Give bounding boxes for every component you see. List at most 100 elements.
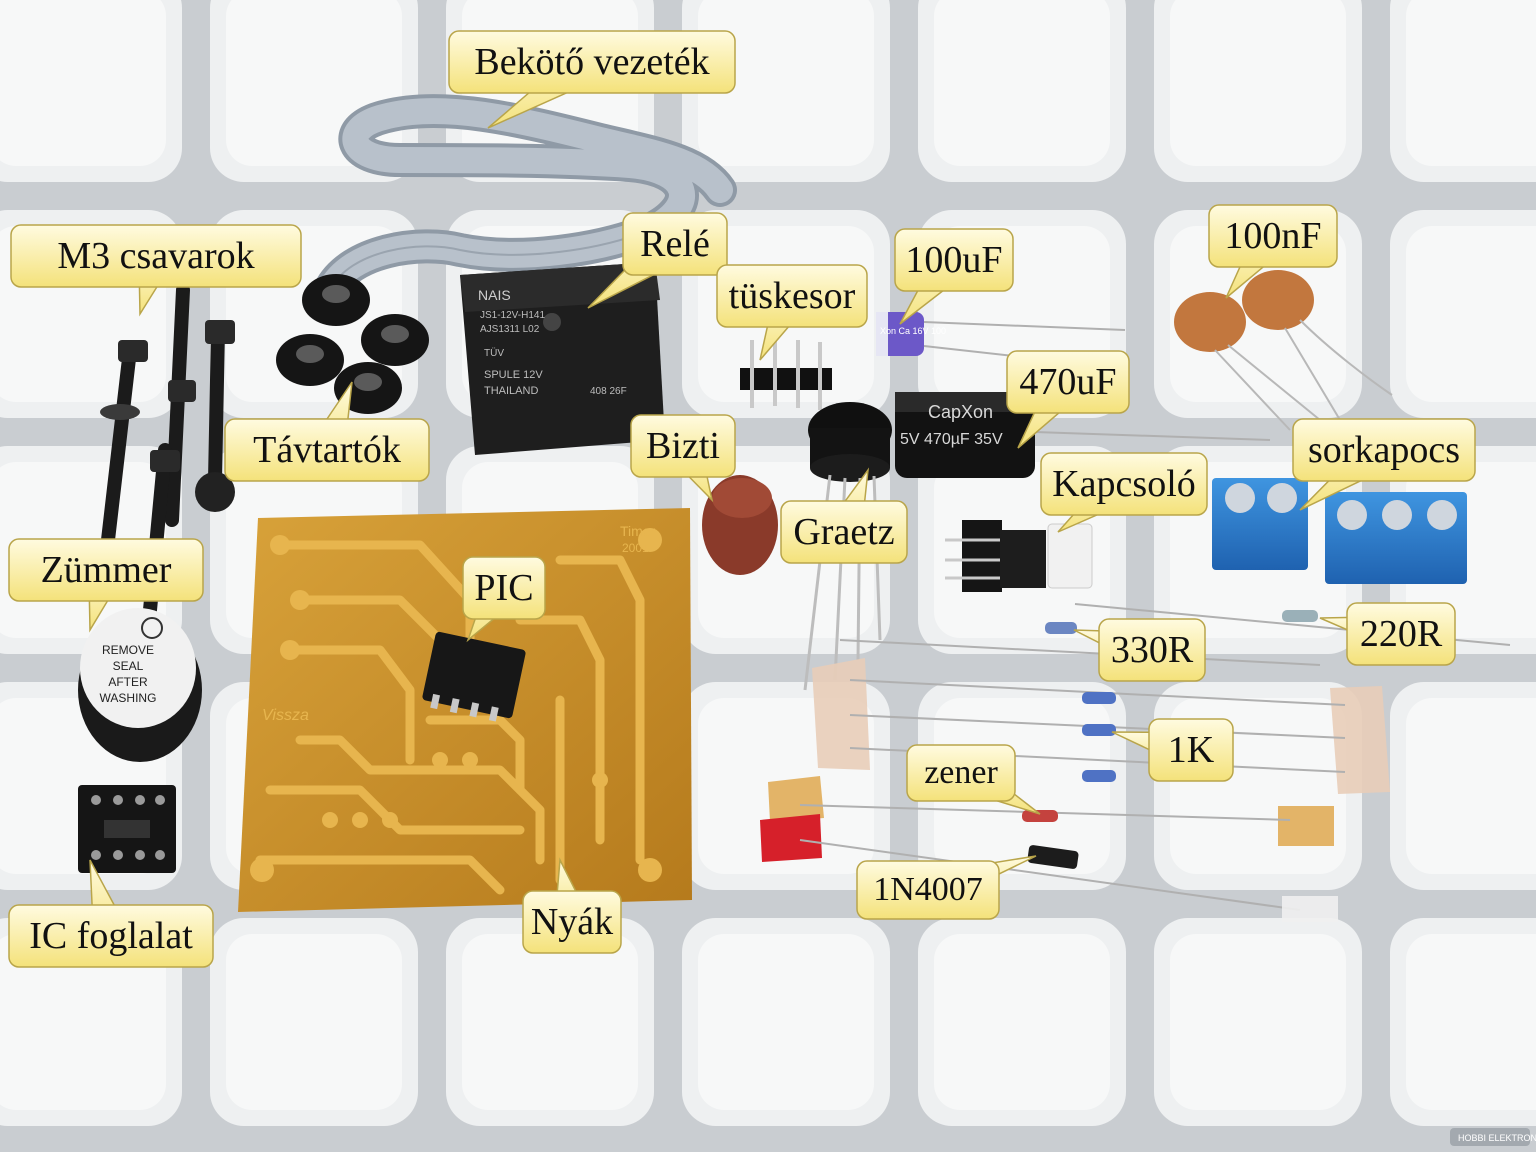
relay-marking-5: 408 26F xyxy=(590,386,627,397)
callout-box xyxy=(1098,618,1206,682)
ic-socket xyxy=(78,785,176,873)
callout-bubble xyxy=(1040,452,1208,533)
callout-tavtartok: Távtartók xyxy=(224,381,430,482)
callout-bubble xyxy=(8,538,204,633)
pcb-brand-text: Vissza xyxy=(262,707,309,724)
spacers xyxy=(276,274,429,414)
callout-c470uf: 470uF xyxy=(1006,350,1130,449)
ceramic-capacitors xyxy=(1174,270,1393,431)
callout-bubble xyxy=(906,744,1041,815)
callout-box xyxy=(1208,204,1338,268)
watermark-logo: HOBBI ELEKTRONIKA xyxy=(1450,1128,1536,1146)
callout-bubble xyxy=(1208,204,1338,299)
callout-box xyxy=(894,228,1014,292)
relay-marking-3: SPULE 12V xyxy=(484,369,543,381)
pcb-board: Timer 2001 Vissza xyxy=(238,508,692,912)
callout-bubble xyxy=(780,467,908,564)
resistors-diodes xyxy=(760,603,1511,922)
callout-label: Kapcsoló xyxy=(1052,463,1196,505)
callout-label: 100uF xyxy=(905,239,1003,281)
callout-bubble xyxy=(462,556,546,643)
fuse xyxy=(702,475,778,575)
relay-component: NAIS JS1-12V-H141 AJS1311 L02 TÜV SPULE … xyxy=(460,262,665,455)
callout-label: Graetz xyxy=(793,511,895,553)
pcb-mark-text: Timer xyxy=(620,523,656,539)
callout-bubble xyxy=(894,228,1014,325)
callout-label: M3 csavarok xyxy=(57,235,255,277)
callout-label: 470uF xyxy=(1019,361,1117,403)
callout-label: Távtartók xyxy=(253,429,401,471)
capacitor-470uf: CapXon 5V 470µF 35V xyxy=(895,392,1271,478)
callout-bubble xyxy=(856,855,1037,920)
callout-box xyxy=(630,414,736,478)
callout-box xyxy=(448,30,736,94)
watermark-text: HOBBI ELEKTRONIKA xyxy=(1458,1133,1536,1143)
cap470-brand: CapXon xyxy=(928,402,993,422)
cap470-marking: 5V 470µF 35V xyxy=(900,431,1003,448)
callout-label: Nyák xyxy=(530,901,614,943)
callout-r330: 330R xyxy=(1073,618,1206,682)
callout-box xyxy=(1148,718,1234,782)
callout-zener: zener xyxy=(906,744,1041,815)
callout-rele: Relé xyxy=(587,212,728,309)
buzzer: REMOVE SEAL AFTER WASHING xyxy=(78,608,202,762)
cap100-marking: Xon Ca 16V 100 xyxy=(880,326,946,336)
callout-kapcsolo: Kapcsoló xyxy=(1040,452,1208,533)
callout-bubble xyxy=(224,381,430,482)
callout-pic: PIC xyxy=(462,556,546,643)
callout-label: Bekötő vezeték xyxy=(474,41,710,83)
callout-box xyxy=(1346,602,1456,666)
callout-label: Zümmer xyxy=(40,549,172,591)
callout-box xyxy=(856,860,1000,920)
callout-bubble xyxy=(448,30,736,129)
callout-sorkapocs: sorkapocs xyxy=(1292,418,1476,511)
callout-bubble xyxy=(10,224,302,317)
capacitor-100uf: Xon Ca 16V 100 xyxy=(876,312,1126,361)
callout-ic-foglalat: IC foglalat xyxy=(8,859,214,968)
callout-box xyxy=(716,264,868,328)
buzzer-label-3: AFTER xyxy=(108,675,148,689)
callout-graetz: Graetz xyxy=(780,467,908,564)
callout-bubble xyxy=(522,857,622,954)
callout-r220: 220R xyxy=(1319,602,1456,666)
callout-bubble xyxy=(1006,350,1130,449)
relay-marking-2: AJS1311 L02 xyxy=(480,324,540,335)
callout-label: sorkapocs xyxy=(1308,429,1460,471)
callout-bubble xyxy=(1111,718,1234,782)
callout-bubble xyxy=(1292,418,1476,511)
m3-screws xyxy=(100,283,235,617)
callout-label: 220R xyxy=(1359,613,1443,655)
callout-box xyxy=(8,904,214,968)
callout-bekoto-vezetek: Bekötő vezeték xyxy=(448,30,736,129)
relay-marking-1: JS1-12V-H141 xyxy=(480,310,545,321)
callout-box xyxy=(224,418,430,482)
callout-c100nf: 100nF xyxy=(1208,204,1338,299)
callout-label: PIC xyxy=(474,567,534,609)
buzzer-label-2: SEAL xyxy=(113,659,144,673)
callout-bizti: Bizti xyxy=(630,414,736,503)
callout-box xyxy=(462,556,546,620)
switch-jumper xyxy=(945,520,1093,592)
buzzer-label-4: WASHING xyxy=(100,691,157,705)
buzzer-label-1: REMOVE xyxy=(102,643,154,657)
callout-label: zener xyxy=(924,754,998,791)
callout-bubble xyxy=(630,414,736,503)
pic-chip xyxy=(422,631,526,722)
callout-label: Bizti xyxy=(646,425,720,467)
callout-label: IC foglalat xyxy=(29,915,193,957)
callout-bubble xyxy=(8,859,214,968)
callout-box xyxy=(780,500,908,564)
callout-zummer: Zümmer xyxy=(8,538,204,633)
pcb-year-text: 2001 xyxy=(622,541,649,555)
callout-label: 330R xyxy=(1110,629,1194,671)
callout-label: 1N4007 xyxy=(873,871,983,908)
callout-r1k: 1K xyxy=(1111,718,1234,782)
ribbon-cable xyxy=(313,94,737,307)
relay-marking-4: THAILAND xyxy=(484,385,538,397)
callout-box xyxy=(522,890,622,954)
callout-c100uf: 100uF xyxy=(894,228,1014,325)
callout-m3-csavarok: M3 csavarok xyxy=(10,224,302,317)
callout-label: tüskesor xyxy=(728,275,856,317)
